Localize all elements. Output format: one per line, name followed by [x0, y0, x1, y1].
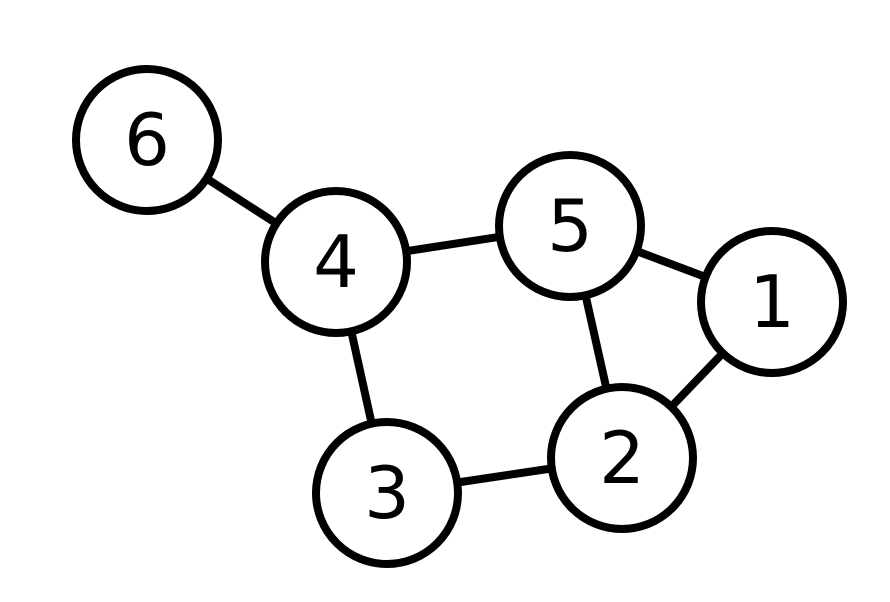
node-2: 2 — [547, 383, 697, 533]
node-circle — [261, 187, 411, 337]
node-label: 3 — [364, 451, 410, 535]
node-5: 5 — [495, 151, 645, 301]
node-6: 6 — [72, 65, 222, 215]
node-4: 4 — [261, 187, 411, 337]
node-circle — [72, 65, 222, 215]
nodes-layer: 1 2 3 4 5 6 — [72, 65, 847, 568]
node-label: 1 — [749, 260, 795, 344]
node-1: 1 — [697, 227, 847, 377]
node-circle — [697, 227, 847, 377]
node-label: 4 — [313, 220, 359, 304]
node-circle — [547, 383, 697, 533]
node-label: 6 — [124, 98, 170, 182]
node-label: 2 — [599, 416, 645, 500]
node-circle — [495, 151, 645, 301]
node-3: 3 — [312, 418, 462, 568]
node-label: 5 — [547, 184, 593, 268]
node-circle — [312, 418, 462, 568]
